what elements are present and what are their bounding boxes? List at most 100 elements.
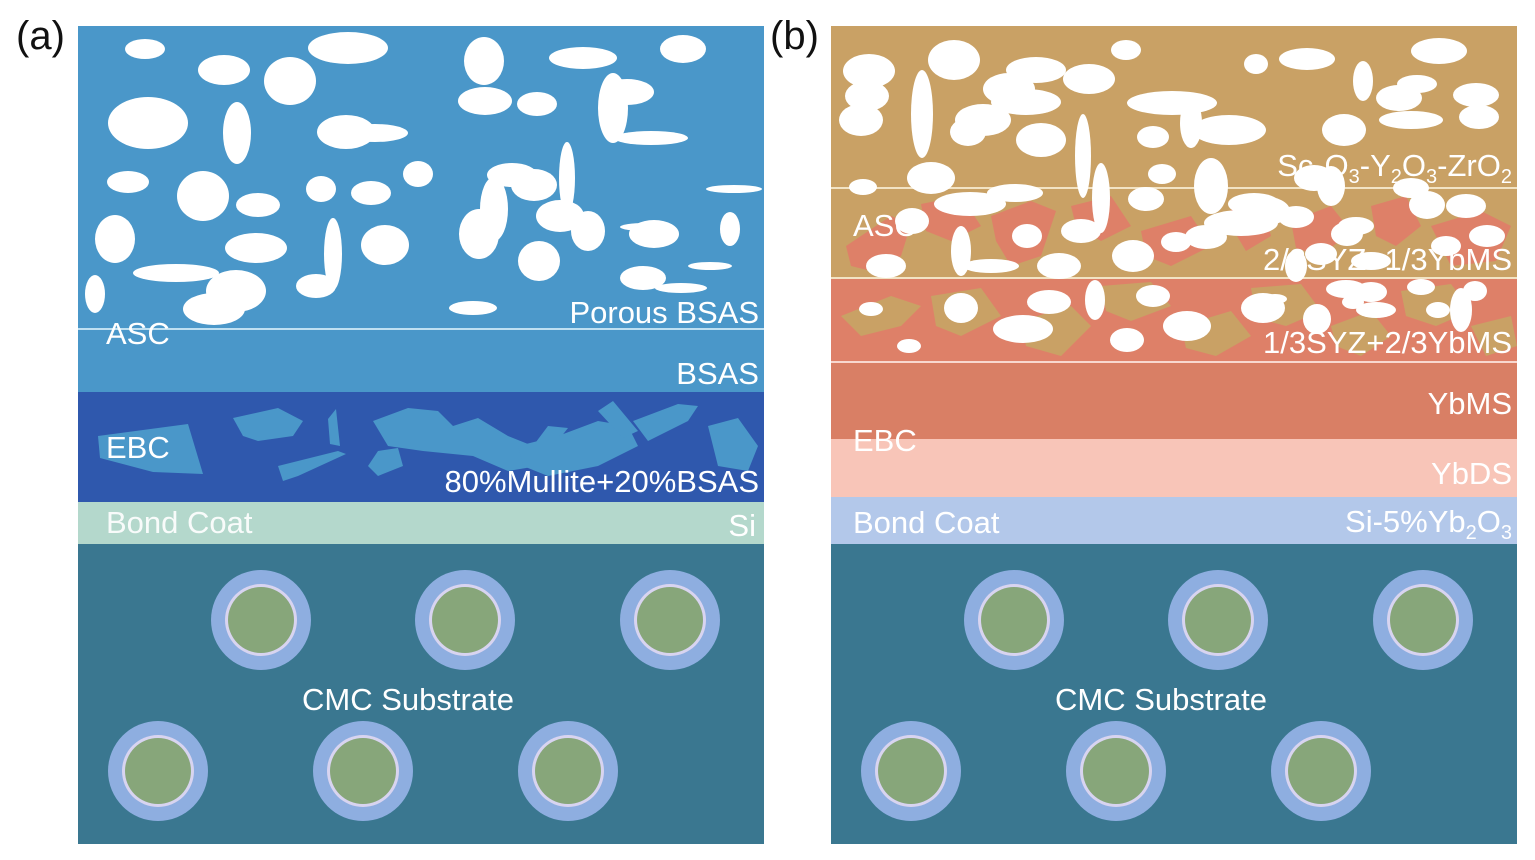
pore xyxy=(108,97,188,149)
pore xyxy=(1063,64,1115,94)
layer-si-yb2o3 xyxy=(831,497,1517,544)
pore xyxy=(895,208,929,234)
fibers-b xyxy=(861,570,1473,821)
pore xyxy=(688,262,732,270)
pore xyxy=(95,215,135,263)
label-porous-bsas: Porous BSAS xyxy=(569,295,759,330)
fiber xyxy=(1271,721,1371,821)
pore xyxy=(1016,123,1066,157)
pore xyxy=(1006,57,1066,83)
pore xyxy=(1027,290,1071,314)
pore xyxy=(296,274,336,298)
pore xyxy=(1163,311,1211,341)
fiber xyxy=(108,721,208,821)
pore xyxy=(987,184,1043,202)
pore xyxy=(706,185,762,193)
pore xyxy=(1351,252,1391,270)
pores-b xyxy=(839,38,1505,353)
pore xyxy=(839,104,883,136)
label-syz-ybms-1-2: 1/3SYZ+2/3YbMS xyxy=(1263,325,1512,360)
label-ybms: YbMS xyxy=(1428,386,1512,421)
layer-bsas xyxy=(78,330,764,392)
label-bond-coat: Bond Coat xyxy=(853,505,1000,540)
pore xyxy=(1317,166,1345,206)
label-bond-coat: Bond Coat xyxy=(106,505,253,540)
pore xyxy=(963,259,1019,273)
pore xyxy=(1446,194,1486,218)
fiber xyxy=(313,721,413,821)
pore xyxy=(1409,191,1445,219)
pore xyxy=(1459,105,1499,129)
pore xyxy=(308,32,388,64)
pore xyxy=(720,212,740,246)
pore xyxy=(911,70,933,158)
fiber xyxy=(964,570,1064,670)
panel-b-label: (b) xyxy=(770,14,819,58)
fiber xyxy=(1066,721,1166,821)
pore xyxy=(1453,83,1499,107)
pore xyxy=(1411,38,1467,64)
pore xyxy=(1148,164,1176,184)
pore xyxy=(571,211,605,251)
pore xyxy=(1426,302,1450,318)
label-si-yb2o3: Si-5%Yb2O3 xyxy=(1345,504,1512,544)
fiber xyxy=(211,570,311,670)
pore xyxy=(1356,302,1396,318)
label-asc: ASC xyxy=(106,316,170,351)
label-bsas: BSAS xyxy=(676,356,759,391)
pore xyxy=(518,241,560,281)
pore xyxy=(614,131,688,145)
pore xyxy=(403,161,433,187)
label-asc: ASC xyxy=(853,208,917,243)
layer-ybds xyxy=(831,439,1517,497)
pore xyxy=(1185,225,1227,249)
pore xyxy=(934,192,1006,216)
pore xyxy=(1397,75,1437,93)
pore xyxy=(1355,282,1387,302)
pore xyxy=(1111,40,1141,60)
label-cmc-substrate: CMC Substrate xyxy=(1055,682,1267,717)
pore xyxy=(859,302,883,316)
pore xyxy=(536,200,584,232)
inclusions-a xyxy=(98,401,758,481)
pore xyxy=(1092,163,1110,233)
pore xyxy=(107,171,149,193)
pore xyxy=(907,162,955,194)
pore xyxy=(1379,111,1443,129)
pore xyxy=(342,124,408,142)
panel-a-label: (a) xyxy=(16,14,65,58)
label-ebc: EBC xyxy=(106,430,170,465)
pore xyxy=(1061,219,1101,243)
fiber xyxy=(620,570,720,670)
pore xyxy=(843,54,895,88)
layer-si xyxy=(78,502,764,544)
label-syz-ybms-2-1: 2/3SYZ+1/3YbMS xyxy=(1263,242,1512,277)
pore xyxy=(511,169,557,201)
fiber xyxy=(1168,570,1268,670)
pore xyxy=(351,181,391,205)
pore xyxy=(1353,61,1373,101)
panel-b-diagram: Sc2O3-Y2O3-ZrO2 ASC 2/3SYZ+1/3YbMS 1/3SY… xyxy=(831,26,1517,844)
pore xyxy=(306,176,336,202)
pore xyxy=(845,81,889,111)
pore xyxy=(950,118,986,146)
pore xyxy=(549,47,617,69)
pore xyxy=(897,339,921,353)
pore xyxy=(324,218,342,290)
pore xyxy=(600,79,654,105)
pore xyxy=(459,209,499,259)
fiber xyxy=(518,721,618,821)
pore xyxy=(1194,158,1228,214)
pore xyxy=(1338,217,1374,235)
pore xyxy=(1407,279,1435,295)
pore xyxy=(236,193,280,217)
fiber xyxy=(1373,570,1473,670)
pore xyxy=(85,275,105,313)
pore xyxy=(655,283,707,293)
label-ybds: YbDS xyxy=(1431,456,1512,491)
fiber xyxy=(415,570,515,670)
pore xyxy=(1012,224,1042,248)
pore xyxy=(198,55,250,85)
pore xyxy=(1278,206,1314,228)
pore xyxy=(991,89,1061,115)
